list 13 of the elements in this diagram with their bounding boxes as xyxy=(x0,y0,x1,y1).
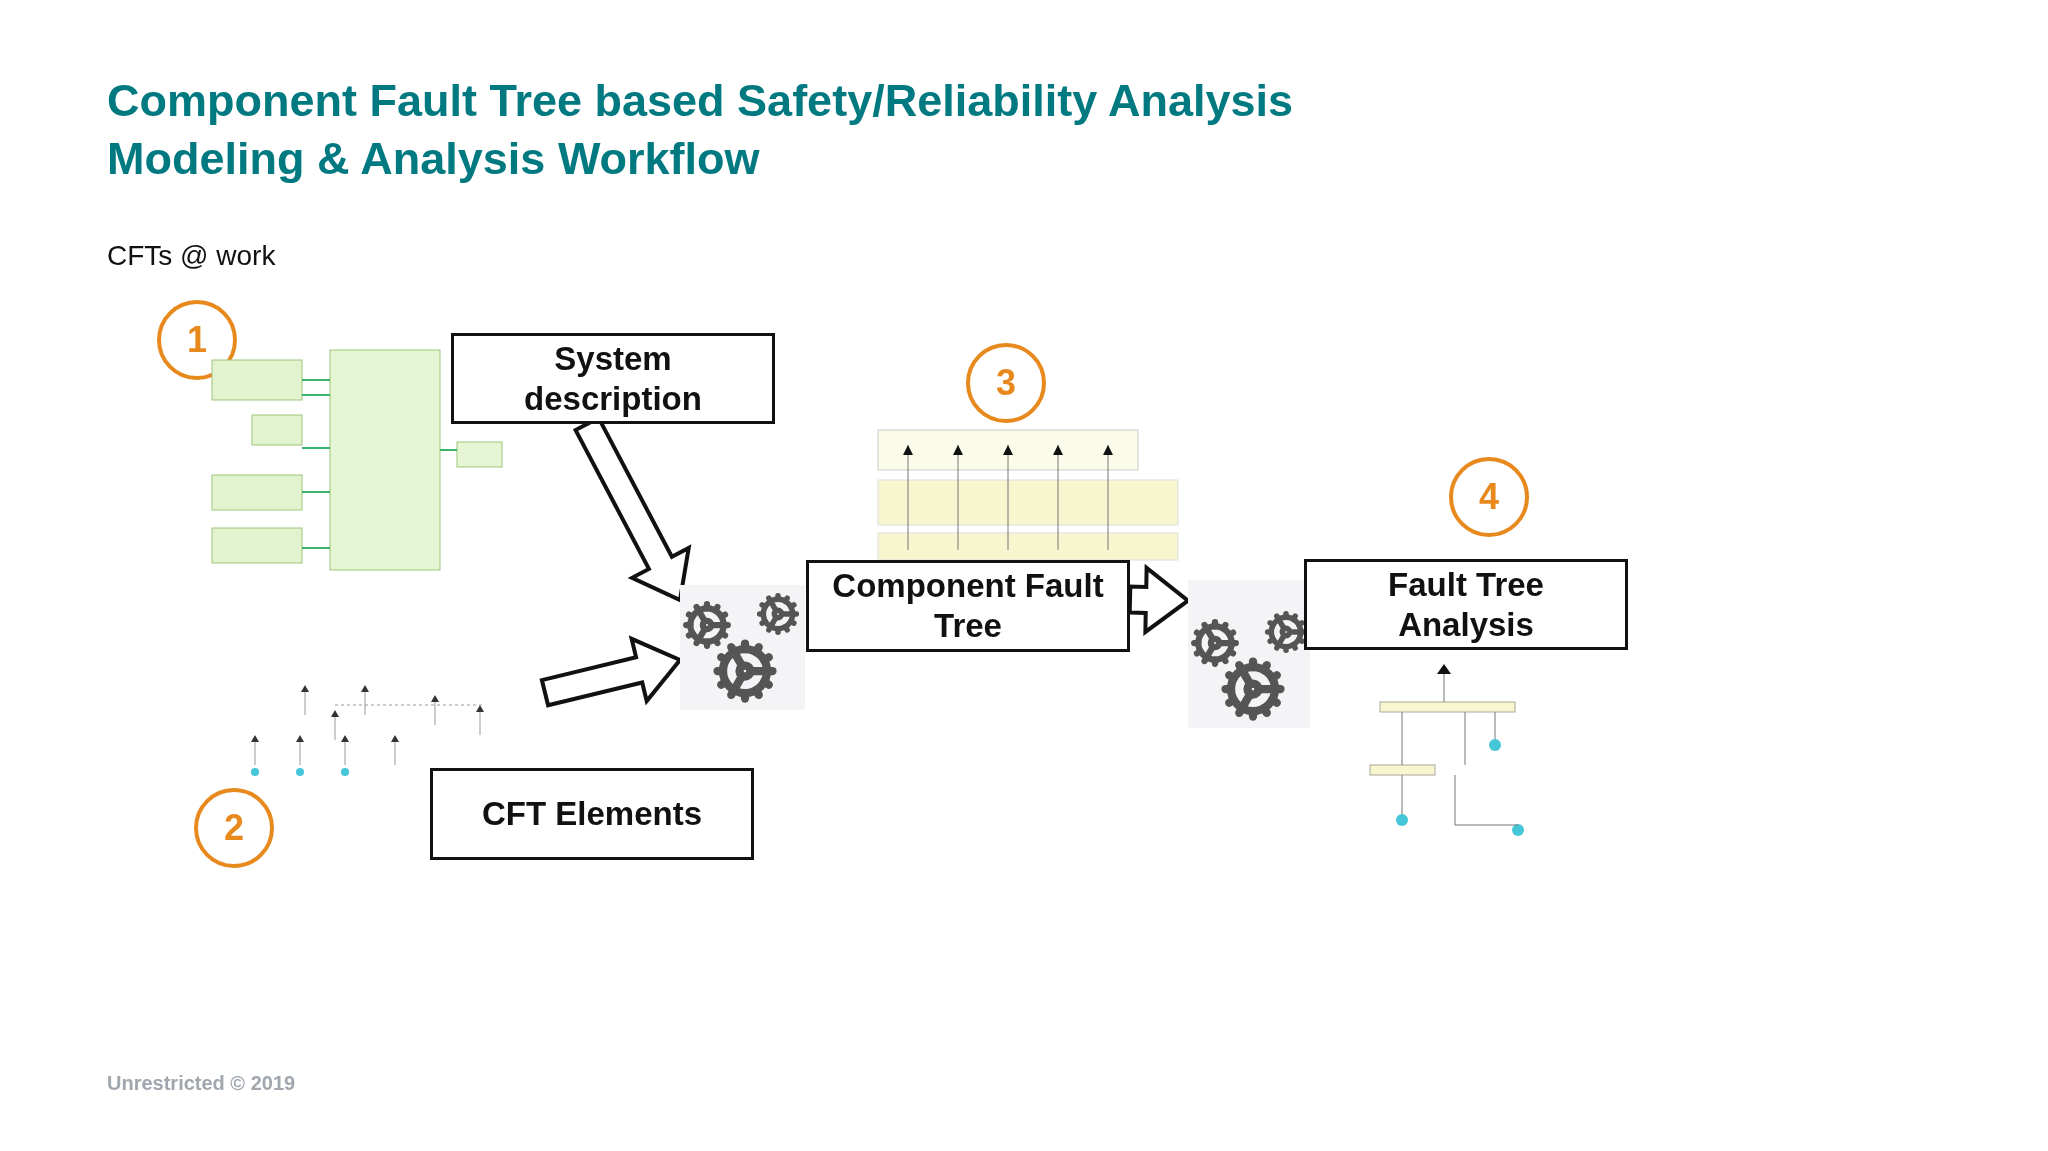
footer-note: Unrestricted © 2019 xyxy=(107,1072,296,1095)
title: Component Fault Tree based Safety/Reliability Analysis Modeling & Analysis Workflow xyxy=(107,74,1295,186)
callout-number: 2 xyxy=(194,788,274,868)
callout-number: 3 xyxy=(966,343,1046,423)
label-box: Component Fault Tree xyxy=(806,560,1130,652)
label-box: CFT Elements xyxy=(430,768,754,860)
label-box: Fault Tree Analysis xyxy=(1304,559,1628,650)
gears-icon xyxy=(680,585,805,710)
subtitle: CFTs @ work xyxy=(107,240,276,272)
label-box: System description xyxy=(451,333,775,424)
callout-number: 4 xyxy=(1449,457,1529,537)
gears-icon xyxy=(1188,580,1310,728)
callout-number: 1 xyxy=(157,300,237,380)
